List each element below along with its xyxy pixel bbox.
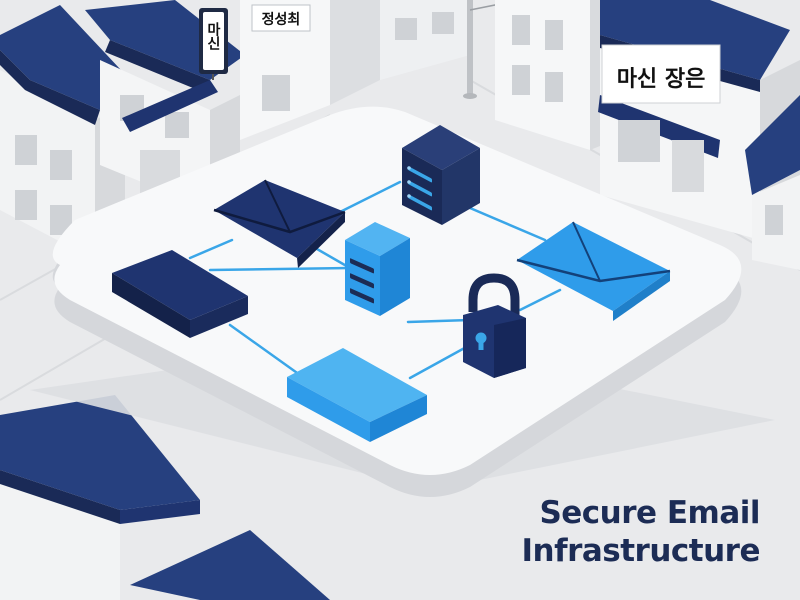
envelope-icon — [213, 179, 346, 268]
padlock-icon — [463, 273, 526, 378]
rooftop-sign-text: 정성최 — [262, 11, 301, 28]
shop-sign-text: 마신 장은 — [617, 67, 706, 92]
network-block-icon — [287, 348, 427, 442]
building-far-right — [745, 95, 800, 270]
building-shop: 마신 장은 — [598, 0, 800, 240]
server-icon — [345, 222, 410, 316]
caption-line-2: Infrastructure — [521, 533, 760, 569]
caption: Secure Email Infrastructure — [521, 494, 760, 570]
building-bottom-left — [0, 395, 330, 600]
vertical-sign: 마신 — [199, 8, 228, 80]
server-icon — [402, 125, 480, 225]
building-top-center — [240, 0, 470, 140]
envelope-icon — [516, 221, 671, 321]
network-lines — [188, 180, 562, 380]
network-block-icon — [112, 250, 248, 338]
vertical-sign-text: 마신 — [205, 22, 221, 51]
caption-line-1: Secure Email — [539, 495, 760, 531]
